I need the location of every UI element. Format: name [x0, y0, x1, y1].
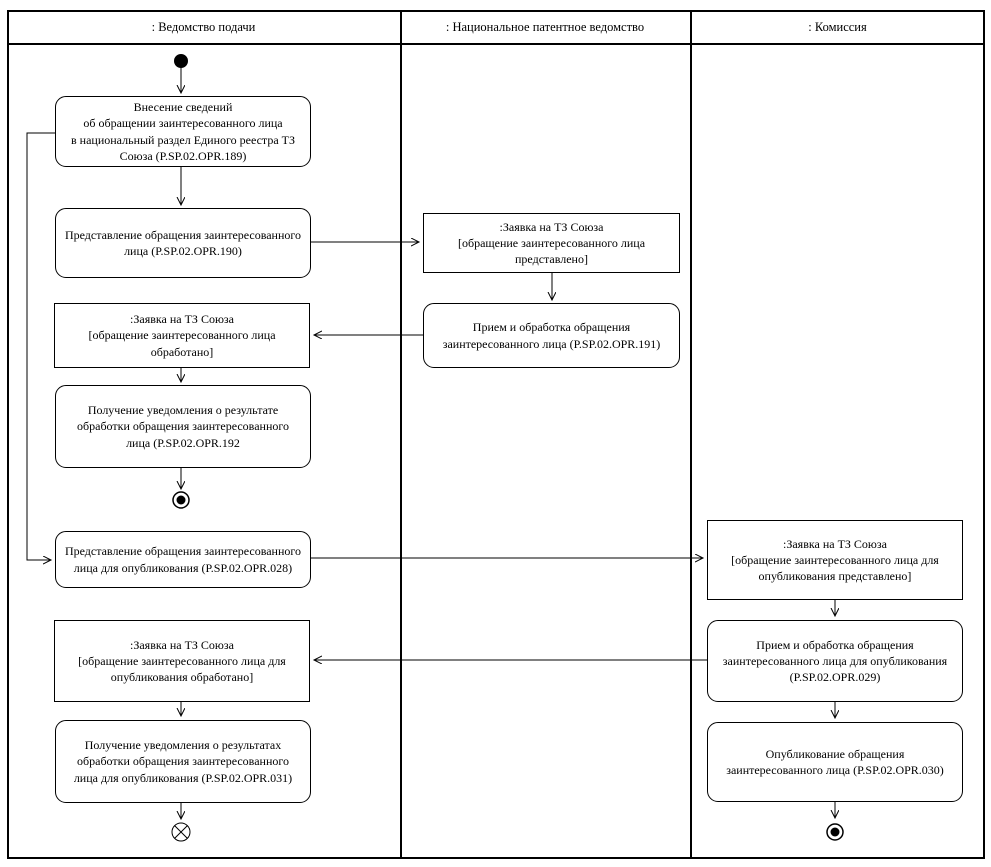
lane-divider-2 [690, 10, 692, 859]
action-opr-191: Прием и обработка обращения заинтересова… [423, 303, 680, 368]
header-separator [7, 43, 985, 45]
action-opr-031: Получение уведомления о результатах обра… [55, 720, 311, 803]
object-zayavka-predstavleno: :Заявка на ТЗ Союза [обращение заинтерес… [423, 213, 680, 273]
edge-189-to-028-loop [26, 132, 55, 560]
diagram-frame [7, 10, 985, 859]
initial-node-icon [174, 54, 188, 68]
action-opr-029: Прием и обработка обращения заинтересова… [707, 620, 963, 702]
action-opr-030: Опубликование обращения заинтересованног… [707, 722, 963, 802]
action-opr-028: Представление обращения заинтересованног… [55, 531, 311, 588]
lane-header-filing-office: : Ведомство подачи [151, 19, 256, 34]
activity-final-node-icon [172, 491, 190, 509]
action-opr-190: Представление обращения заинтересованног… [55, 208, 311, 278]
lane-header-national-patent-office: : Национальное патентное ведомство [445, 19, 645, 34]
action-opr-189: Внесение сведений об обращении заинтерес… [55, 96, 311, 167]
lane-header-commission: : Комиссия [808, 19, 867, 34]
object-zayavka-publ-obrabotano: :Заявка на ТЗ Союза [обращение заинтерес… [54, 620, 310, 702]
activity-final-node-commission-icon [826, 823, 844, 841]
action-opr-192: Получение уведомления о результате обраб… [55, 385, 311, 468]
lane-divider-1 [400, 10, 402, 859]
object-zayavka-publ-predstavleno: :Заявка на ТЗ Союза [обращение заинтерес… [707, 520, 963, 600]
object-zayavka-obrabotano: :Заявка на ТЗ Союза [обращение заинтерес… [54, 303, 310, 368]
flow-final-node-icon [171, 822, 191, 842]
